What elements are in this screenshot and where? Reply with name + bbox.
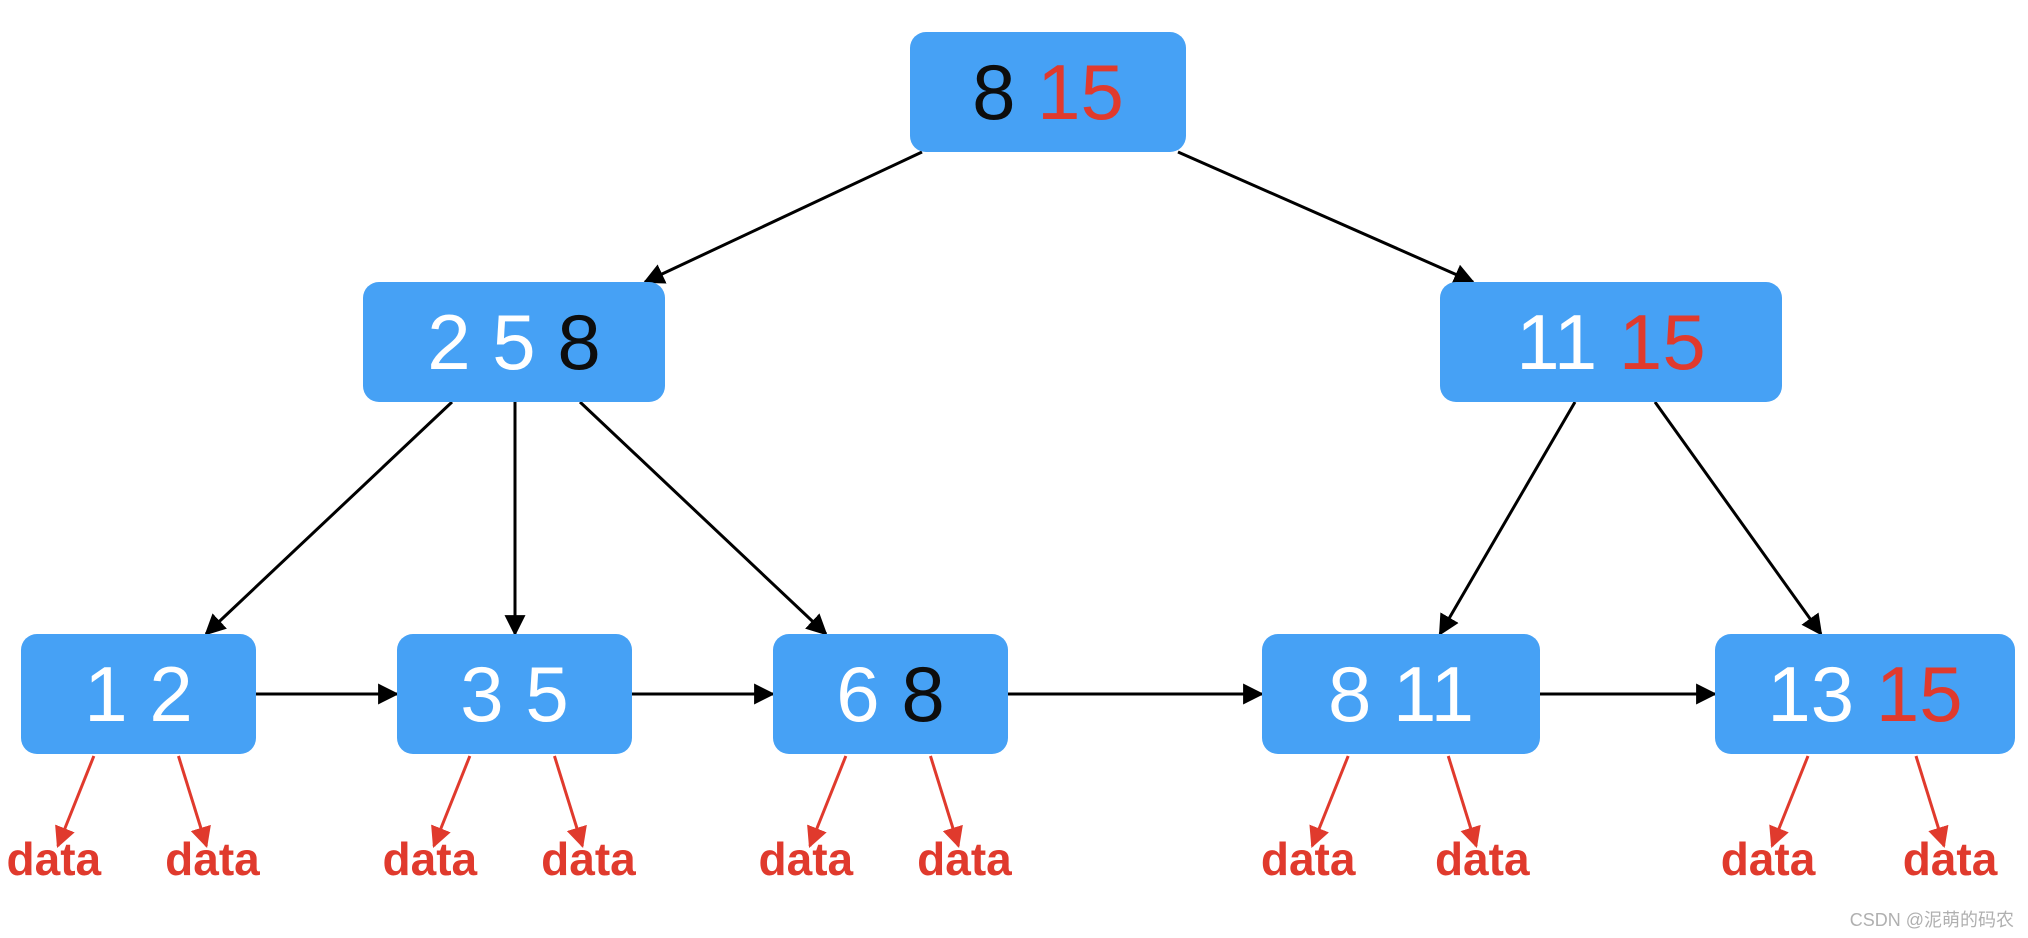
key-8: 8 xyxy=(536,298,601,386)
key-8: 8 xyxy=(1328,650,1371,738)
data-pointers-layer: data data data data data data data data data data xyxy=(7,755,1998,885)
node-keys: 3 5 xyxy=(460,650,568,738)
data-label: data xyxy=(7,833,102,885)
node-box xyxy=(1715,634,2015,754)
node-internal-right: 11 15 xyxy=(1440,282,1782,402)
node-leaf-4: 8 11 xyxy=(1262,634,1540,754)
node-keys: 6 8 xyxy=(836,650,944,738)
key-8: 8 xyxy=(880,650,945,738)
tree-edge-root-to-internal-right xyxy=(1177,150,1475,284)
tree-edge-internal-right-to-leaf-4 xyxy=(1438,401,1577,636)
data-pointer-arrow xyxy=(1914,755,1949,849)
data-label: data xyxy=(165,833,260,885)
node-box xyxy=(21,634,256,754)
key-2: 2 xyxy=(427,298,470,386)
data-label: data xyxy=(541,833,636,885)
node-box xyxy=(397,634,632,754)
key-11: 11 xyxy=(1371,650,1474,738)
node-leaf-5: 13 15 xyxy=(1715,634,2015,754)
node-leaf-2: 3 5 xyxy=(397,634,632,754)
node-keys: 13 15 xyxy=(1767,650,1962,738)
key-5: 5 xyxy=(504,650,569,738)
data-pointer-arrow xyxy=(1769,755,1810,848)
node-keys: 8 15 xyxy=(972,48,1124,136)
watermark: CSDN @泥萌的码农 xyxy=(1849,910,2014,930)
node-box xyxy=(363,282,665,402)
node-box xyxy=(1262,634,1540,754)
data-label: data xyxy=(1721,833,1816,885)
data-label: data xyxy=(1261,833,1356,885)
tree-edge-internal-left-to-leaf-3 xyxy=(578,400,828,636)
key-3: 3 xyxy=(460,650,503,738)
node-box xyxy=(1440,282,1782,402)
edges-layer xyxy=(204,150,1823,705)
node-box xyxy=(773,634,1008,754)
key-8: 8 xyxy=(972,48,1015,136)
node-keys: 8 11 xyxy=(1328,650,1474,738)
key-15: 15 xyxy=(1854,650,1962,738)
tree-edge-root-to-internal-left xyxy=(643,150,923,284)
key-11: 11 xyxy=(1516,298,1597,386)
node-keys: 11 15 xyxy=(1516,298,1705,386)
data-pointer-arrow xyxy=(929,755,963,849)
tree-edge-internal-right-to-leaf-5 xyxy=(1653,401,1823,636)
node-leaf-1: 1 2 xyxy=(21,634,256,754)
data-label: data xyxy=(383,833,478,885)
tree-edge-internal-left-to-leaf-1 xyxy=(204,400,454,636)
key-15: 15 xyxy=(1015,48,1123,136)
node-root: 8 15 xyxy=(910,32,1186,152)
key-2: 2 xyxy=(128,650,193,738)
key-1: 1 xyxy=(84,650,127,738)
node-keys: 1 2 xyxy=(84,650,192,738)
data-label: data xyxy=(759,833,854,885)
node-box xyxy=(910,32,1186,152)
data-label: data xyxy=(1903,833,1998,885)
data-pointer-arrow xyxy=(431,755,472,848)
data-pointer-arrow xyxy=(55,755,96,848)
data-pointer-arrow xyxy=(177,755,211,849)
key-5: 5 xyxy=(471,298,536,386)
data-pointer-arrow xyxy=(807,755,848,848)
key-6: 6 xyxy=(836,650,879,738)
key-15: 15 xyxy=(1597,298,1705,386)
data-pointer-arrow xyxy=(1309,755,1350,848)
key-13: 13 xyxy=(1767,650,1854,738)
data-pointer-arrow xyxy=(1446,755,1481,849)
data-pointer-arrow xyxy=(553,755,587,849)
data-label: data xyxy=(1435,833,1530,885)
node-leaf-3: 6 8 xyxy=(773,634,1008,754)
node-keys: 2 5 8 xyxy=(427,298,601,386)
node-internal-left: 2 5 8 xyxy=(363,282,665,402)
data-label: data xyxy=(917,833,1012,885)
